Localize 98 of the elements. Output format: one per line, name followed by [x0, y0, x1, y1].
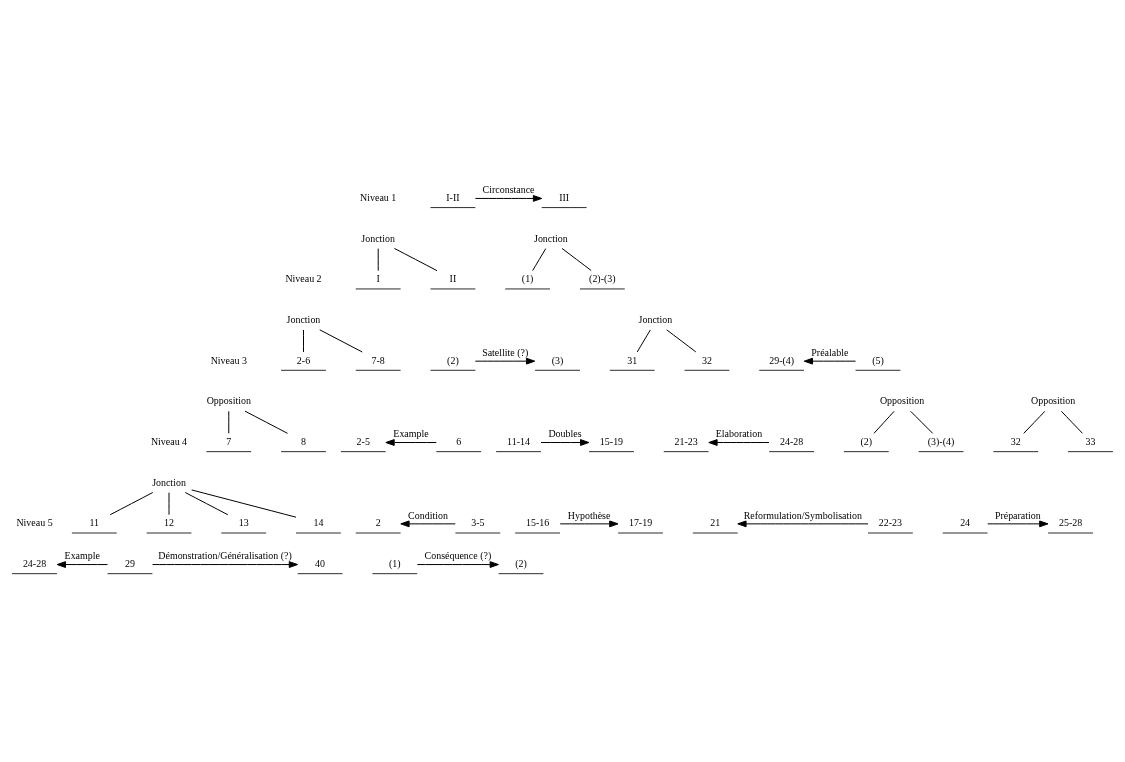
node-text: 24-28: [22, 557, 47, 569]
edge-label: Doubles: [548, 427, 582, 439]
node-text: (5): [872, 354, 884, 366]
node-text: Jonction: [638, 313, 673, 325]
node-text: 15-19: [599, 435, 624, 447]
edge-label: Satellite (?): [482, 346, 529, 358]
node-text: 17-19: [628, 516, 653, 528]
edge-label: Reformulation/Symbolisation: [743, 509, 862, 521]
arrow: [152, 560, 299, 568]
node-text: 25-28: [1058, 516, 1083, 528]
node-text: 11: [89, 516, 100, 528]
node-text: 12: [164, 516, 174, 528]
node-text: Opposition: [1030, 394, 1076, 406]
arrow: [737, 519, 869, 527]
label: Niveau 4: [150, 435, 188, 447]
arrow: [416, 560, 499, 568]
label: Niveau 5: [16, 516, 53, 528]
connector: [228, 410, 230, 434]
edge-label: Circonstance: [482, 183, 535, 195]
connector: [244, 410, 289, 434]
node-text: (1): [389, 557, 401, 569]
connector: [109, 491, 154, 515]
connector: [393, 247, 438, 271]
node-text: Opposition: [206, 394, 251, 406]
connector: [636, 328, 651, 352]
node-text: Opposition: [879, 394, 925, 406]
label: Niveau 3: [210, 354, 247, 366]
node-text: (3): [551, 354, 564, 366]
edge-label: Démonstration/Généralisation (?): [158, 549, 292, 561]
connector: [1060, 410, 1083, 434]
node-text: 2-5: [356, 435, 370, 447]
node-text: 31: [627, 354, 638, 366]
node-text: (2): [447, 354, 459, 366]
arrow: [987, 519, 1049, 527]
node-text: 21-23: [674, 435, 698, 447]
connector: [1023, 410, 1046, 434]
node-text: 29: [125, 557, 135, 569]
node-text: 29-(4): [769, 354, 795, 366]
label: Niveau 1: [360, 191, 397, 203]
node-text: Jonction: [534, 232, 568, 244]
connector: [666, 328, 697, 352]
node-text: Jonction: [286, 313, 321, 325]
node-text: 2: [375, 516, 381, 528]
node-text: 8: [301, 435, 306, 447]
node-text: (2): [860, 435, 873, 447]
node-text: 33: [1085, 435, 1096, 447]
node-text: 15-16: [525, 516, 550, 528]
arrow: [400, 519, 456, 527]
node-text: I-II: [446, 191, 460, 203]
edge-label: Préparation: [994, 509, 1041, 521]
node-text: 11-14: [507, 435, 530, 447]
connector: [191, 488, 297, 518]
edge-label: Hypothèse: [567, 509, 611, 521]
connector: [377, 247, 379, 271]
node-text: I: [376, 272, 380, 284]
connector: [561, 247, 592, 271]
node-text: 32: [1010, 435, 1021, 447]
node-text: Jonction: [361, 232, 396, 244]
node-text: 40: [315, 557, 326, 569]
connector: [532, 247, 547, 271]
node-text: 24: [960, 516, 971, 528]
node-text: II: [449, 272, 457, 284]
edge-label: Elaboration: [715, 427, 763, 439]
connector: [873, 410, 895, 434]
node-text: 24-28: [780, 435, 804, 447]
node-text: 32: [701, 354, 712, 366]
arrow: [708, 438, 770, 446]
node-text: 7: [226, 435, 232, 447]
arrow: [540, 438, 590, 446]
node-text: (2): [515, 557, 527, 569]
node-text: 22-23: [878, 516, 903, 528]
node-text: (1): [521, 272, 534, 284]
node-text: 14: [313, 516, 324, 528]
node-text: Jonction: [152, 476, 186, 488]
node-text: 3-5: [471, 516, 485, 528]
arrow: [803, 357, 856, 365]
arrow: [559, 519, 619, 527]
node-text: 21: [710, 516, 721, 528]
node-text: (2)-(3): [589, 272, 616, 284]
node-text: 13: [238, 516, 249, 528]
node-text: 6: [456, 435, 462, 447]
connector: [303, 328, 304, 352]
node-text: III: [559, 191, 570, 203]
arrow: [474, 194, 543, 202]
node-text: (3)-(4): [927, 435, 955, 447]
arrow: [56, 560, 109, 568]
edge-label: Conséquence (?): [424, 549, 492, 561]
node-text: 2-6: [296, 354, 311, 366]
edge-label: Example: [64, 549, 100, 561]
edge-label: Condition: [408, 509, 448, 521]
connector: [184, 491, 229, 515]
arrow: [474, 357, 536, 365]
edge-label: Préalable: [811, 346, 849, 358]
edge-label: Example: [393, 427, 429, 439]
arrow: [385, 438, 437, 446]
connector: [319, 328, 363, 352]
node-text: 7-8: [371, 354, 385, 366]
label: Niveau 2: [285, 272, 322, 284]
